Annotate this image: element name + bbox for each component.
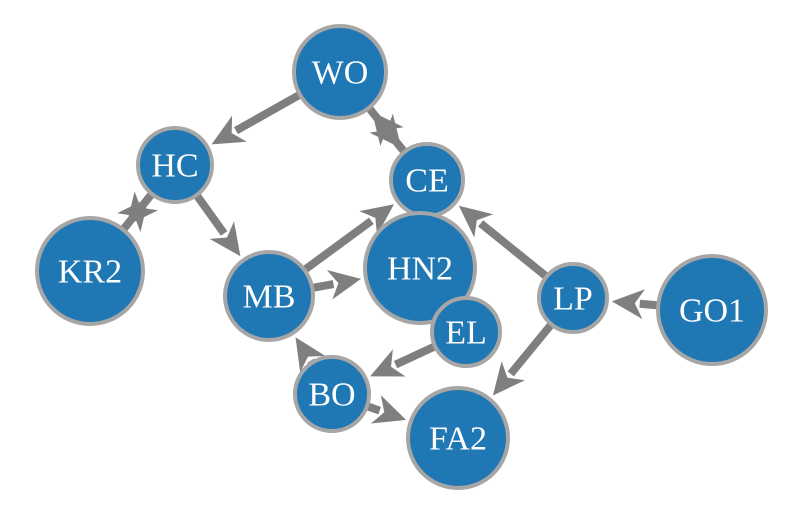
edge-ce-to-wo: [372, 111, 408, 155]
edge-mb-to-hn2: [311, 270, 361, 300]
node-circle: [430, 296, 502, 368]
node-circle: [537, 262, 609, 334]
edge-line: [140, 191, 155, 207]
node-go1: GO1: [656, 254, 768, 366]
node-circle: [292, 24, 388, 120]
arrow-head-icon: [326, 270, 361, 300]
edge-mb-to-ce: [302, 204, 394, 274]
node-label: GO1: [679, 293, 745, 330]
edge-line: [507, 321, 555, 377]
node-fa2: FA2: [406, 386, 510, 490]
edge-layer: [117, 91, 659, 424]
edge-line: [302, 217, 374, 274]
node-label: KR2: [58, 254, 122, 291]
node-label: HN2: [387, 251, 453, 288]
node-label: CE: [405, 163, 448, 200]
arrow-head-icon: [372, 111, 404, 146]
node-circle: [136, 126, 214, 204]
edge-lp-to-fa2: [492, 321, 555, 396]
edge-bo-to-fa2: [365, 395, 407, 424]
node-circle: [406, 386, 510, 490]
node-label: HC: [151, 148, 198, 185]
edge-lp-to-ce: [458, 205, 550, 280]
node-circle: [363, 211, 477, 325]
arrow-head-icon: [359, 204, 394, 236]
edge-hc-to-mb: [193, 192, 241, 257]
edge-go1-to-lp: [611, 289, 659, 320]
edge-wo-to-hc: [211, 91, 302, 145]
node-circle: [35, 216, 145, 326]
node-label: BO: [308, 377, 355, 414]
node-label: WO: [312, 55, 369, 92]
node-circle: [223, 250, 315, 342]
edge-line: [365, 402, 381, 415]
node-kr2: KR2: [35, 216, 145, 326]
node-label: MB: [243, 279, 296, 316]
arrow-head-icon: [370, 349, 406, 377]
node-lp: LP: [537, 262, 609, 334]
edge-line: [639, 299, 659, 310]
edge-line: [386, 131, 408, 155]
edge-line: [311, 280, 335, 292]
arrow-head-icon: [492, 361, 525, 396]
arrow-head-icon: [126, 191, 158, 226]
node-circle: [656, 254, 768, 366]
node-label: EL: [445, 315, 487, 352]
node-hc: HC: [136, 126, 214, 204]
node-hn2: HN2: [363, 211, 477, 325]
edge-line: [478, 220, 550, 280]
arrow-head-icon: [370, 395, 407, 424]
edge-el-to-bo: [370, 342, 437, 377]
arrow-head-icon: [458, 205, 494, 238]
edge-line: [193, 192, 228, 236]
edge-line: [393, 342, 437, 369]
arrow-head-icon: [211, 115, 247, 145]
node-label: LP: [553, 281, 593, 318]
node-el: EL: [430, 296, 502, 368]
node-ce: CE: [389, 142, 465, 218]
arrow-head-icon: [611, 289, 645, 320]
node-wo: WO: [292, 24, 388, 120]
arrow-head-icon: [295, 337, 326, 373]
edge-line: [234, 91, 302, 135]
arrow-head-icon: [209, 221, 241, 257]
node-bo: BO: [293, 355, 371, 433]
node-mb: MB: [223, 250, 315, 342]
node-label: FA2: [429, 421, 487, 458]
node-circle: [293, 355, 371, 433]
edge-hc-to-kr2: [126, 191, 158, 226]
